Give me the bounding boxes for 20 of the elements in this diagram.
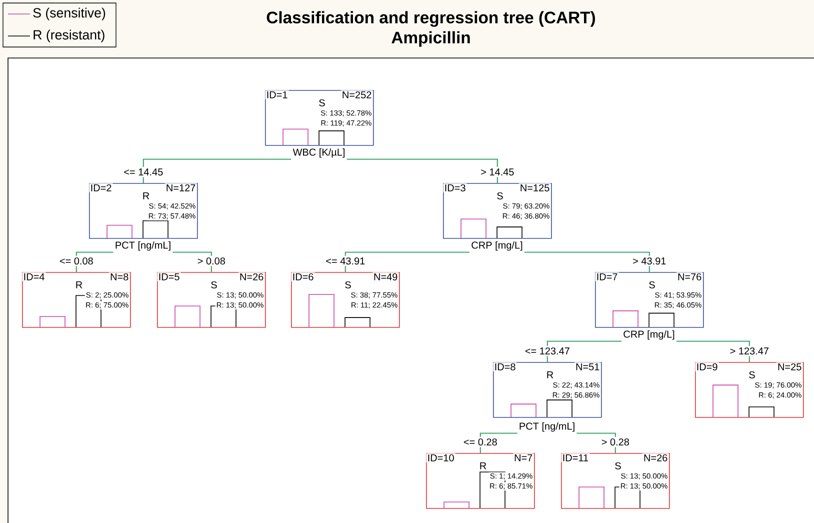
edge-label: > 123.47 [728, 346, 771, 356]
branch-line [346, 158, 498, 183]
branch-line [76, 252, 114, 272]
edge-label: <= 43.91 [324, 256, 367, 266]
split-variable: CRP [mg/L] [472, 241, 522, 251]
split-variable: WBC [K/µL] [292, 148, 344, 158]
edge-label: <= 14.45 [122, 166, 165, 178]
branch-line [546, 340, 622, 362]
legend-text: S (sensitive) [33, 8, 106, 20]
branch-line [524, 252, 650, 272]
title: Classification and regression tree (CART) [266, 11, 595, 27]
branch-line [480, 432, 518, 453]
subtitle: Ampicillin [392, 31, 470, 47]
split-variable: CRP [mg/L] [624, 330, 674, 340]
legend-text: R (resistant) [34, 30, 104, 42]
branch-line [142, 158, 292, 183]
branch-line [344, 252, 470, 272]
split-variable: PCT [ng/mL] [520, 422, 574, 432]
branch-line [676, 340, 750, 362]
split-variable: PCT [ng/mL] [116, 241, 170, 251]
